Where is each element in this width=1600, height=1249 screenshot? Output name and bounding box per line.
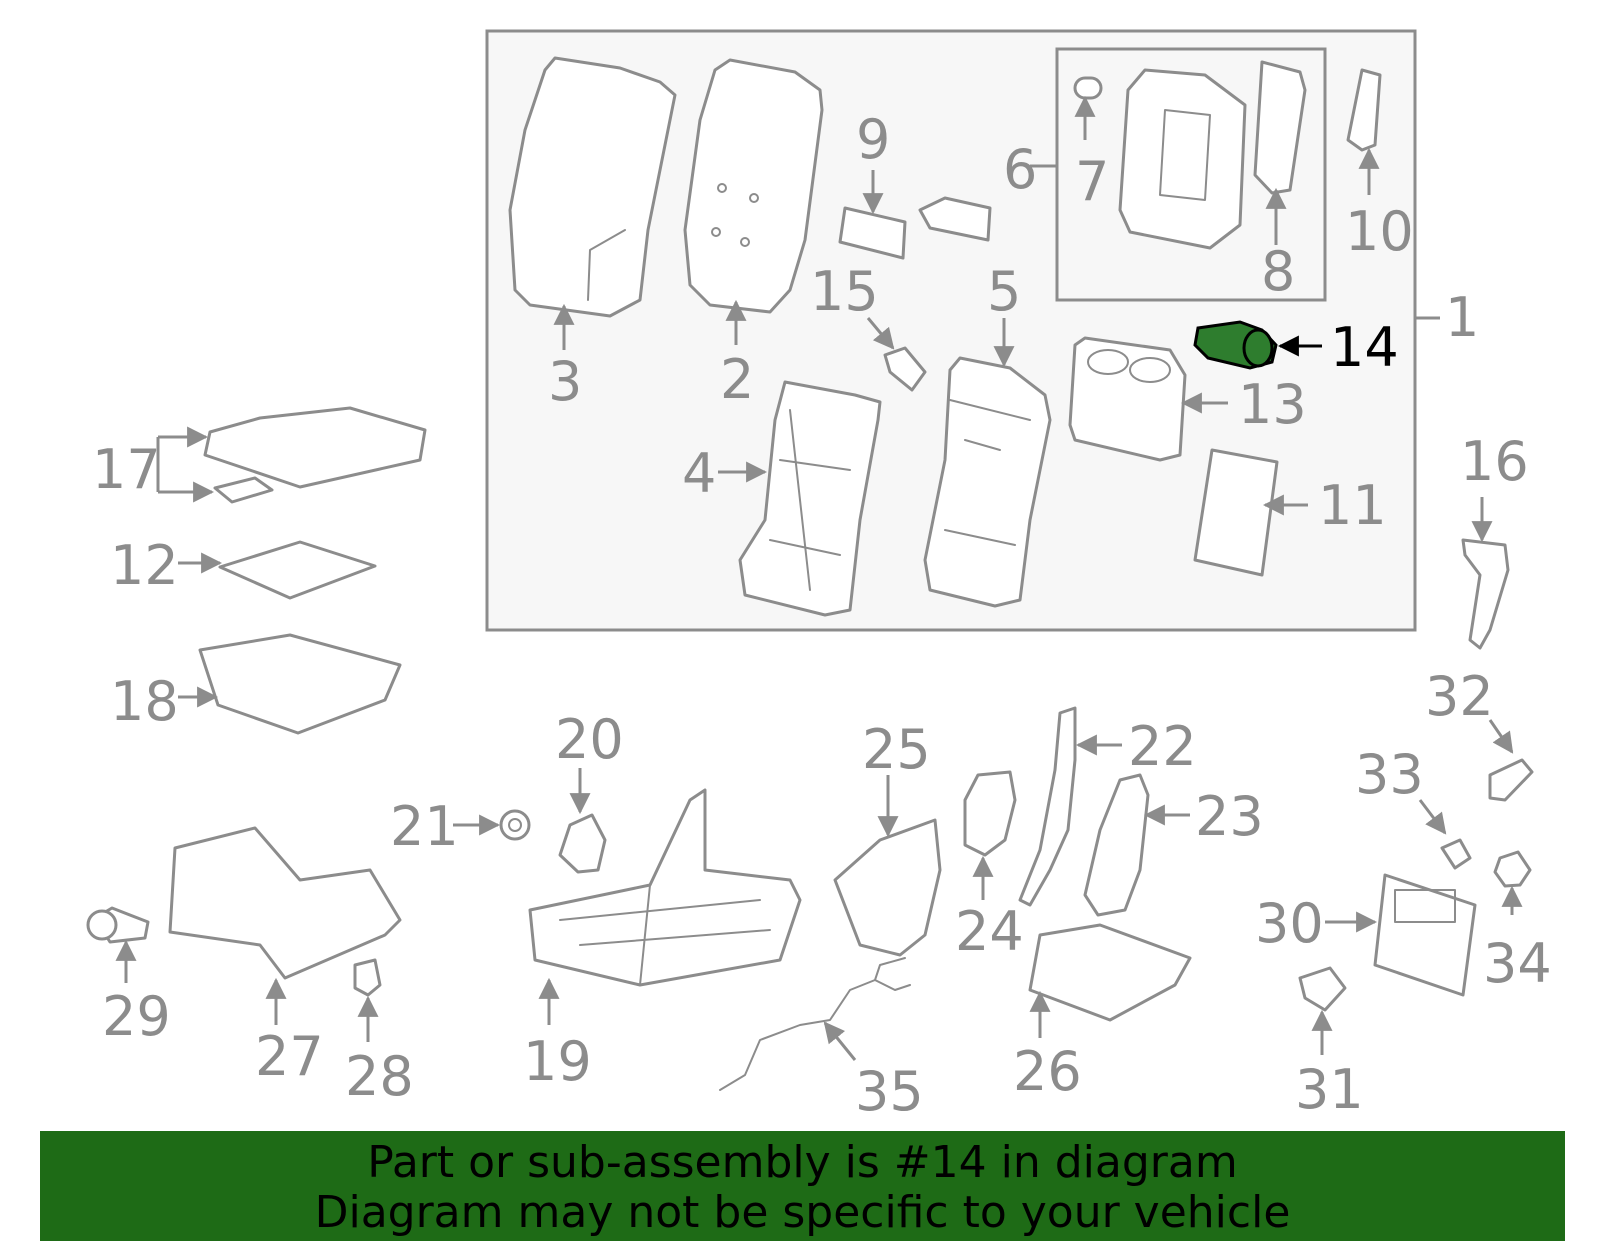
callout-22: 22 — [1128, 715, 1197, 778]
part-2-seatback-pad — [683, 58, 824, 314]
callout-14: 14 — [1330, 316, 1399, 379]
callout-28: 28 — [345, 1045, 414, 1108]
callout-30: 30 — [1255, 892, 1324, 955]
part-33-clip — [1440, 838, 1472, 870]
part-8-trim-panel — [1253, 60, 1307, 195]
callout-31: 31 — [1295, 1058, 1364, 1121]
callout-4: 4 — [682, 442, 716, 505]
callout-2: 2 — [720, 348, 754, 411]
part-27-side-console — [168, 826, 402, 980]
part-35-wiring-harness — [719, 957, 911, 1091]
callout-35: 35 — [855, 1060, 924, 1123]
callout-8: 8 — [1261, 240, 1295, 303]
leader-arrows — [115, 95, 1523, 1061]
part-4-seatback-frame — [738, 380, 882, 617]
callout-25: 25 — [862, 718, 931, 781]
callout-23: 23 — [1195, 785, 1264, 848]
callout-7: 7 — [1075, 150, 1109, 213]
part-10-trim-strip — [1346, 68, 1382, 152]
callout-26: 26 — [1013, 1040, 1082, 1103]
banner-line-1: Part or sub-assembly is #14 in diagram — [367, 1137, 1238, 1188]
part-18-cushion-pan — [198, 633, 402, 735]
info-banner: Part or sub-assembly is #14 in diagram D… — [40, 1131, 1565, 1241]
part-23-side-cover — [1083, 773, 1150, 917]
part-16-cable — [1461, 538, 1510, 650]
callout-32: 32 — [1425, 665, 1494, 728]
callout-19: 19 — [523, 1030, 592, 1093]
callout-6: 6 — [1003, 138, 1037, 201]
part-5-seatback-frame — [923, 356, 1052, 608]
callout-12: 12 — [110, 534, 179, 597]
part-13-cupholder-housing — [1068, 336, 1187, 462]
part-15-clip — [883, 346, 927, 392]
callout-11: 11 — [1318, 474, 1387, 537]
callout-24: 24 — [955, 900, 1024, 963]
callout-33: 33 — [1355, 743, 1424, 806]
part-32-bolt — [1488, 758, 1534, 802]
callout-16: 16 — [1460, 430, 1529, 493]
part-30-switch-panel — [1373, 873, 1477, 997]
callout-5: 5 — [987, 260, 1021, 323]
callout-21: 21 — [390, 795, 459, 858]
callout-18: 18 — [110, 670, 179, 733]
part-21-grommet — [499, 809, 531, 841]
callout-labels: 1 2 3 4 5 6 7 8 9 10 11 12 13 14 15 16 1… — [92, 108, 1552, 1123]
callout-20: 20 — [555, 708, 624, 771]
callout-29: 29 — [102, 985, 171, 1048]
part-22-bracket — [1018, 706, 1077, 907]
part-11-panel — [1193, 448, 1279, 577]
callout-1: 1 — [1445, 286, 1479, 349]
part-19-seat-frame — [528, 788, 802, 987]
callout-34: 34 — [1483, 932, 1552, 995]
part-26-tray — [1028, 923, 1192, 1022]
callout-15: 15 — [810, 260, 879, 323]
banner-line-2: Diagram may not be specific to your vehi… — [314, 1187, 1291, 1238]
part-12-pad — [218, 540, 377, 600]
part-29-plug — [86, 906, 150, 944]
part-31-clip — [1298, 966, 1347, 1012]
part-9-brackets — [838, 196, 992, 260]
callout-9: 9 — [856, 108, 890, 171]
callout-13: 13 — [1238, 373, 1307, 436]
part-28-cap — [353, 958, 382, 997]
callout-27: 27 — [255, 1025, 324, 1088]
part-3-seatback-cover — [508, 56, 677, 318]
part-14-cupholder-insert — [1193, 320, 1278, 370]
callout-3: 3 — [548, 350, 582, 413]
part-7-fastener — [1073, 76, 1103, 100]
part-20-actuator — [558, 813, 607, 874]
callout-10: 10 — [1345, 200, 1414, 263]
part-25-side-shield — [833, 818, 942, 957]
part-6-armrest-panel — [1118, 68, 1247, 250]
callout-17: 17 — [92, 438, 161, 501]
part-24-bracket — [963, 770, 1017, 857]
part-34-nut — [1493, 850, 1532, 888]
part-17-cushion-cover — [203, 406, 427, 504]
